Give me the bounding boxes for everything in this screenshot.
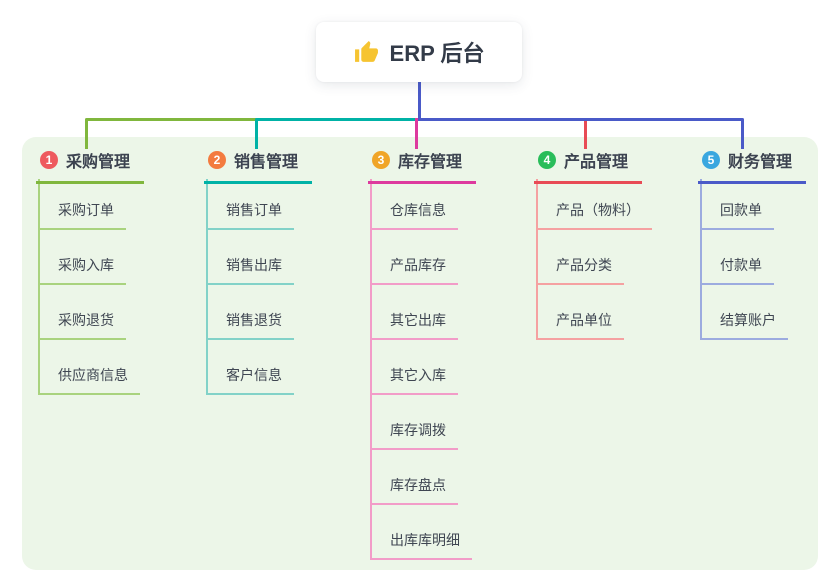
canvas-background bbox=[22, 137, 818, 570]
child-node[interactable]: 产品库存 bbox=[371, 251, 458, 285]
child-node-label: 出库库明细 bbox=[390, 532, 460, 548]
thumbs-up-icon bbox=[354, 40, 379, 65]
child-node[interactable]: 库存盘点 bbox=[371, 471, 458, 505]
child-node-label: 产品库存 bbox=[390, 257, 446, 273]
branch-badge: 4 bbox=[538, 151, 556, 169]
branch-node-2[interactable]: 2 销售管理 bbox=[204, 148, 313, 184]
child-node-label: 回款单 bbox=[720, 202, 762, 218]
child-node[interactable]: 采购订单 bbox=[39, 196, 126, 230]
child-node[interactable]: 仓库信息 bbox=[371, 196, 458, 230]
child-node[interactable]: 付款单 bbox=[701, 251, 774, 285]
child-node-label: 产品单位 bbox=[556, 312, 612, 328]
branch-node-1[interactable]: 1 采购管理 bbox=[36, 148, 145, 184]
child-node[interactable]: 销售订单 bbox=[207, 196, 294, 230]
child-node[interactable]: 销售退货 bbox=[207, 306, 294, 340]
child-node[interactable]: 产品（物料） bbox=[537, 196, 652, 230]
branch-node-5[interactable]: 5 财务管理 bbox=[698, 148, 807, 184]
branch-badge: 3 bbox=[372, 151, 390, 169]
branch-label: 采购管理 bbox=[66, 154, 131, 171]
child-node[interactable]: 回款单 bbox=[701, 196, 774, 230]
child-node[interactable]: 结算账户 bbox=[701, 306, 788, 340]
child-connector-line bbox=[38, 179, 40, 395]
child-node-label: 付款单 bbox=[720, 257, 762, 273]
branch-label: 库存管理 bbox=[398, 154, 463, 171]
child-node[interactable]: 出库库明细 bbox=[371, 526, 472, 560]
branch-badge: 5 bbox=[702, 151, 720, 169]
branch-badge: 1 bbox=[40, 151, 58, 169]
child-node-label: 采购退货 bbox=[58, 312, 114, 328]
child-node-label: 结算账户 bbox=[720, 312, 776, 328]
child-node-label: 产品（物料） bbox=[556, 202, 640, 218]
child-node-label: 供应商信息 bbox=[58, 367, 128, 383]
child-node[interactable]: 供应商信息 bbox=[39, 361, 140, 395]
branch-node-4[interactable]: 4 产品管理 bbox=[534, 148, 643, 184]
child-node[interactable]: 销售出库 bbox=[207, 251, 294, 285]
child-node[interactable]: 库存调拨 bbox=[371, 416, 458, 450]
branch-label: 销售管理 bbox=[234, 154, 299, 171]
root-label: ERP 后台 bbox=[389, 41, 485, 66]
child-node[interactable]: 其它入库 bbox=[371, 361, 458, 395]
child-node-label: 销售出库 bbox=[226, 257, 282, 273]
child-node-label: 其它出库 bbox=[390, 312, 446, 328]
child-node-label: 销售订单 bbox=[226, 202, 282, 218]
child-connector-line bbox=[370, 179, 372, 560]
branch-label: 财务管理 bbox=[728, 154, 793, 171]
child-node-label: 库存调拨 bbox=[390, 422, 446, 438]
child-node-label: 仓库信息 bbox=[390, 202, 446, 218]
branch-node-3[interactable]: 3 库存管理 bbox=[368, 148, 477, 184]
child-connector-line bbox=[700, 179, 702, 340]
child-node[interactable]: 采购入库 bbox=[39, 251, 126, 285]
child-node[interactable]: 产品分类 bbox=[537, 251, 624, 285]
child-node[interactable]: 采购退货 bbox=[39, 306, 126, 340]
child-node-label: 客户信息 bbox=[226, 367, 282, 383]
child-node[interactable]: 客户信息 bbox=[207, 361, 294, 395]
child-connector-line bbox=[536, 179, 538, 340]
child-node-label: 其它入库 bbox=[390, 367, 446, 383]
child-node[interactable]: 产品单位 bbox=[537, 306, 624, 340]
root-node[interactable]: ERP 后台 bbox=[316, 22, 522, 82]
child-node[interactable]: 其它出库 bbox=[371, 306, 458, 340]
child-node-label: 产品分类 bbox=[556, 257, 612, 273]
child-connector-line bbox=[206, 179, 208, 395]
child-node-label: 采购入库 bbox=[58, 257, 114, 273]
branch-badge: 2 bbox=[208, 151, 226, 169]
child-node-label: 库存盘点 bbox=[390, 477, 446, 493]
child-node-label: 采购订单 bbox=[58, 202, 114, 218]
branch-label: 产品管理 bbox=[564, 154, 629, 171]
child-node-label: 销售退货 bbox=[226, 312, 282, 328]
